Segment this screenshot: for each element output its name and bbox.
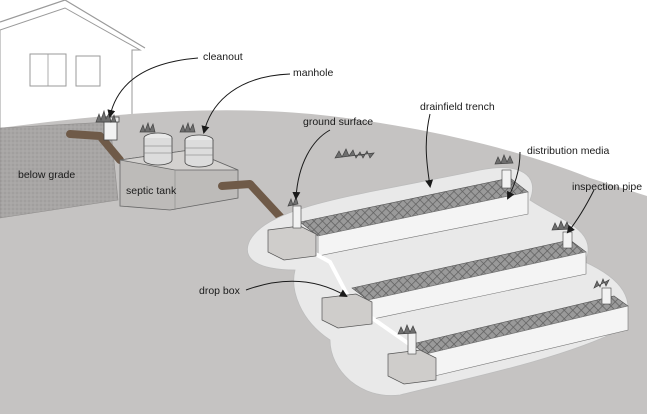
label-inspection-pipe: inspection pipe [572,181,643,193]
house [0,0,146,133]
drainfield-trench-1 [299,169,529,257]
drainfield-trench-2 [351,231,587,321]
label-septic-tank: septic tank [126,185,177,197]
label-distribution-media: distribution media [527,145,610,157]
inlet-pipe [66,130,124,164]
manhole-risers [143,132,214,168]
drop-box-3 [387,331,437,385]
label-drop-box: drop box [199,285,240,297]
outlet-pipe [218,180,289,226]
label-cleanout: cleanout [203,51,243,63]
drop-box-2 [321,293,373,329]
label-leaders [107,57,595,298]
drop-box-1 [267,205,317,261]
label-below-grade: below grade [18,169,76,181]
label-manhole: manhole [293,67,334,79]
label-drainfield-trench: drainfield trench [420,101,495,113]
grass-tufts [95,109,610,335]
drainfield-trench-3 [411,287,629,379]
label-ground-surface: ground surface [303,116,374,128]
below-grade-soil [0,121,119,219]
